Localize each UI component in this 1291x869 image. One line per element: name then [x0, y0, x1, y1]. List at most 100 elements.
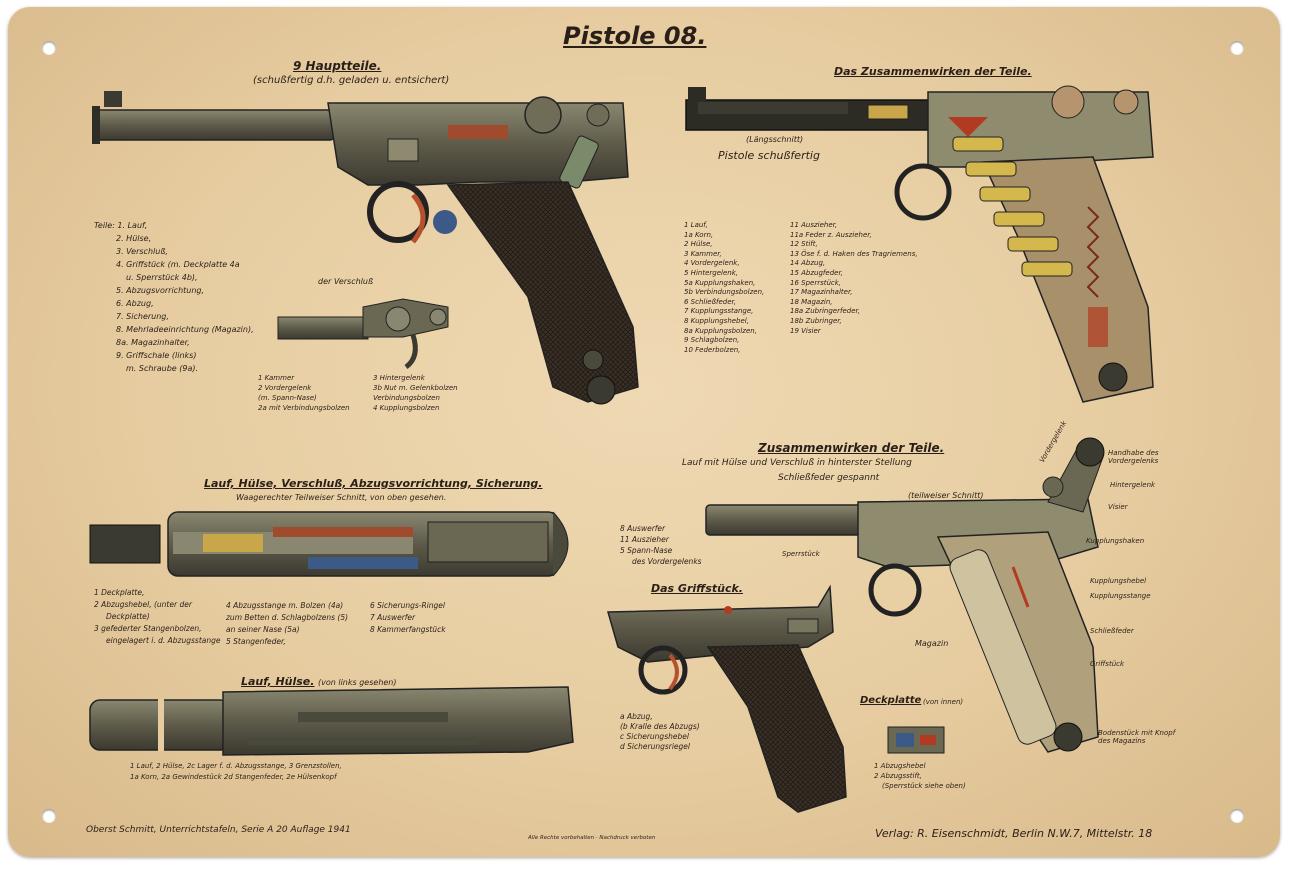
list-item: 5a Kupplungshaken,	[684, 278, 756, 287]
label-magazine-base: Bodenstück mit Knopf des Magazins	[1098, 729, 1176, 745]
list-item: 18 Magazin,	[790, 297, 833, 306]
list-item: 4. Griffstück (m. Deckplatte 4a	[116, 260, 240, 269]
list-item: 17 Magazinhalter,	[790, 288, 853, 297]
illustrations	[89, 85, 1154, 813]
barrel-receiver-legend: 1 Lauf, 2 Hülse, 2c Lager f. d. Abzugsst…	[130, 761, 342, 783]
list-item: Verbindungsbolzen	[373, 394, 440, 402]
label-front-toggle-handle: Handhabe des Vordergelenks	[1108, 449, 1159, 465]
list-item: 2 Abzugsstift,	[874, 772, 922, 780]
list-item: 3 Hintergelenk	[373, 374, 425, 382]
cutaway-caption: Pistole schußfertig	[718, 149, 820, 162]
list-item: a Abzug,	[620, 712, 653, 721]
list-item: 3. Verschluß,	[116, 247, 168, 256]
grip-frame-legend: a Abzug, (b Kralle des Abzugs) c Sicheru…	[620, 712, 700, 752]
mount-hole	[1230, 809, 1244, 823]
barrel-receiver-note: (von links gesehen)	[318, 678, 397, 687]
list-item: 16 Sperrstück,	[790, 278, 842, 287]
list-item: 2a mit Verbindungsbolzen	[258, 404, 350, 412]
list-item: zum Betten d. Schlagbolzens (5)	[226, 613, 349, 622]
heading-main-parts: 9 Hauptteile.	[293, 59, 382, 73]
list-item: 1 Deckplatte,	[94, 588, 145, 597]
list-item: 18b Zubringer,	[790, 316, 842, 325]
list-item: 12 Stift,	[790, 240, 818, 249]
interaction-open-sub2: Schließfeder gespannt	[778, 473, 880, 483]
heading-barrel-receiver: Lauf, Hülse.	[241, 675, 315, 688]
list-item: 8a Kupplungsbolzen,	[684, 326, 757, 335]
breech-legend-right: 3 Hintergelenk 3b Nut m. Gelenkbolzen Ve…	[373, 373, 458, 413]
list-item: 2 Hülse,	[684, 240, 713, 249]
heading-cover-plate: Deckplatte	[860, 695, 922, 706]
list-item: 7 Kupplungsstange,	[684, 307, 754, 316]
list-item: (m. Spann-Nase)	[258, 394, 317, 402]
list-item: 8 Auswerfer	[620, 524, 666, 533]
ejector-legend: 8 Auswerfer 11 Auszieher 5 Spann-Nase de…	[620, 523, 702, 567]
list-item: 8. Mehrladeeinrichtung (Magazin),	[116, 325, 254, 334]
list-item: 1 Lauf,	[684, 221, 708, 229]
list-item: 8 Kammerfangstück	[370, 625, 446, 634]
label-locking-piece: Sperrstück	[782, 550, 820, 558]
list-item: 5. Abzugsvorrichtung,	[116, 286, 205, 295]
list-item: 1a Korn,	[684, 230, 714, 239]
list-item: 18a Zubringerfeder,	[790, 307, 860, 316]
label-coupling-hook: Kupplungshaken	[1086, 537, 1145, 545]
label-coupling-lever: Kupplungshebel	[1090, 577, 1147, 585]
list-item: 11a Feder z. Auszieher,	[790, 230, 872, 239]
heading-barrel-section: Lauf, Hülse, Verschluß, Abzugsvorrichtun…	[204, 477, 543, 490]
pistol-side-view	[92, 91, 639, 405]
list-item: 8 Kupplungshebel,	[684, 316, 749, 325]
list-item: (b Kralle des Abzugs)	[620, 722, 700, 731]
list-item: 2 Abzugshebel, (unter der	[94, 600, 192, 609]
barrel-side-view	[89, 686, 574, 756]
pistol-cutaway	[685, 85, 1154, 403]
subheading-barrel-section: Waagerechter Teilweiser Schnitt, von obe…	[236, 493, 447, 502]
interaction-open-sub1: Lauf mit Hülse und Verschluß in hinterst…	[682, 458, 912, 468]
list-item: eingelagert i. d. Abzugsstange	[106, 636, 221, 645]
list-item: Teile: 1. Lauf,	[94, 221, 148, 230]
list-item: 5b Verbindungsbolzen,	[684, 288, 765, 297]
pistol-open-action	[705, 437, 1105, 753]
cover-plate-legend: 1 Abzugshebel 2 Abzugsstift, (Sperrstück…	[874, 761, 966, 791]
list-item: an seiner Nase (5a)	[226, 625, 300, 634]
mount-hole	[42, 809, 56, 823]
list-item: 9 Schlagbolzen,	[684, 336, 740, 345]
list-item: 6. Abzug,	[116, 299, 154, 308]
list-item: m. Schraube (9a).	[126, 364, 199, 373]
barrel-legend-col1: 1 Deckplatte, 2 Abzugshebel, (unter der …	[94, 587, 221, 647]
breech-legend-left: 1 Kammer 2 Vordergelenk (m. Spann-Nase) …	[258, 373, 350, 413]
label-rear-toggle: Hintergelenk	[1110, 481, 1156, 489]
cutaway-legend-col1: 1 Lauf, 1a Korn, 2 Hülse, 3 Kammer, 4 Vo…	[684, 221, 764, 355]
barrel-legend-col2: 4 Abzugsstange m. Bolzen (4a) zum Betten…	[226, 600, 348, 648]
footer-center: Alle Rechte vorbehalten · Nachdruck verb…	[528, 835, 656, 841]
list-item: d Sicherungsriegel	[620, 742, 690, 751]
list-item: (Sperrstück siehe oben)	[882, 782, 966, 790]
footer-left: Oberst Schmitt, Unterrichtstafeln, Serie…	[86, 825, 351, 835]
barrel-section-view	[89, 511, 569, 577]
list-item: 6 Sicherungs-Ringel	[370, 601, 445, 610]
list-item: 11 Auszieher	[620, 535, 669, 544]
breech-drawing	[277, 298, 449, 370]
list-item: 9. Griffschale (links)	[116, 351, 197, 360]
parts-list: Teile: 1. Lauf, 2. Hülse, 3. Verschluß, …	[94, 219, 254, 375]
tin-sign: Pistole 08. 9 Hauptteile. (schußfertig d…	[8, 7, 1280, 857]
footer-right: Verlag: R. Eisenschmidt, Berlin N.W.7, M…	[875, 827, 1153, 840]
heading-interaction-open: Zusammenwirken der Teile.	[758, 441, 945, 455]
interaction-open-note: (teilweiser Schnitt)	[908, 491, 984, 500]
cutaway-legend-col2: 11 Auszieher, 11a Feder z. Auszieher, 12…	[790, 221, 918, 336]
cover-plate-drawing	[887, 726, 945, 754]
list-item: 3 Kammer,	[684, 249, 722, 258]
poster-title: Pistole 08.	[563, 22, 707, 50]
list-item: 11 Auszieher,	[790, 221, 838, 229]
list-item: 2. Hülse,	[116, 234, 152, 243]
list-item: 13 Öse f. d. Haken des Tragriemens,	[790, 249, 918, 258]
list-item: u. Sperrstück 4b),	[126, 273, 198, 282]
list-item: 10 Federbolzen,	[684, 345, 741, 354]
breech-label: der Verschluß	[318, 277, 374, 286]
list-item: 3b Nut m. Gelenkbolzen	[373, 384, 458, 392]
list-item: 4 Abzugsstange m. Bolzen (4a)	[226, 601, 344, 610]
label-magazine: Magazin	[915, 639, 949, 648]
label-coupling-rod: Kupplungsstange	[1090, 592, 1151, 600]
list-item: 5 Stangenfeder,	[226, 637, 286, 646]
list-item: 3 gefederter Stangenbolzen,	[94, 624, 202, 633]
cover-plate-note: (von innen)	[923, 698, 964, 706]
mount-hole	[1230, 41, 1244, 55]
